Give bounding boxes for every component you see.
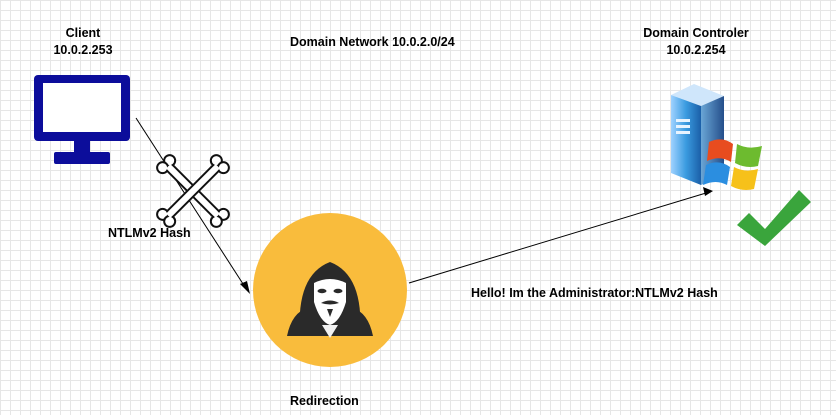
edge-client-to-attacker — [135, 117, 250, 294]
hacker-icon — [253, 213, 407, 367]
edge-label-hello: Hello! Im the Administrator:NTLMv2 Hash — [471, 286, 718, 300]
dc-label: Domain Controler 10.0.2.254 — [626, 25, 766, 59]
client-ip: 10.0.2.253 — [53, 43, 113, 57]
dc-name: Domain Controler — [643, 26, 749, 40]
checkmark-icon — [737, 190, 811, 246]
windows-flag-icon — [703, 139, 762, 190]
edge-attacker-to-dc — [408, 187, 713, 284]
crossbones-icon — [156, 154, 230, 228]
monitor-icon — [34, 75, 130, 164]
client-label: Client 10.0.2.253 — [43, 25, 123, 59]
dc-ip: 10.0.2.254 — [666, 43, 726, 57]
client-name: Client — [65, 26, 101, 40]
edge-label-hash: NTLMv2 Hash — [108, 226, 191, 240]
network-label: Domain Network 10.0.2.0/24 — [290, 35, 455, 49]
attacker-label: Redirection — [290, 394, 359, 408]
